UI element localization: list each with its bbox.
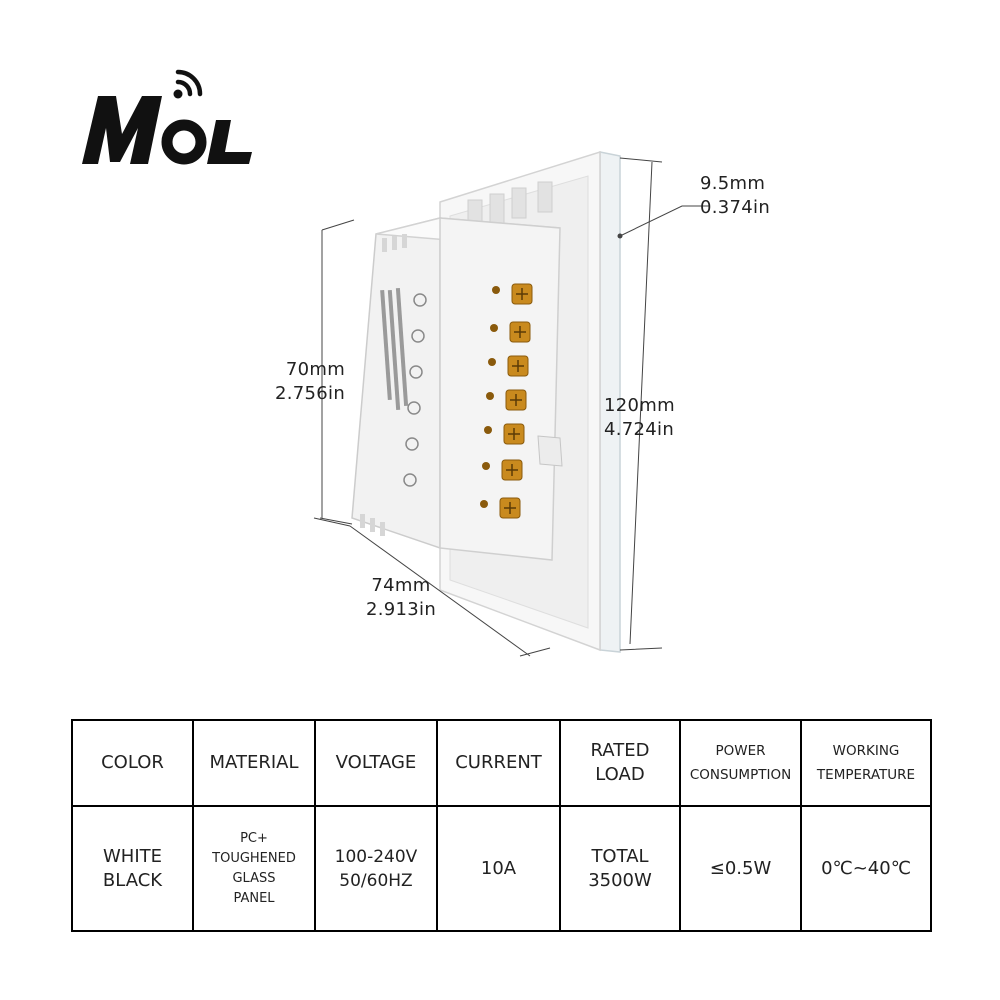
header-working-temperature: WORKING TEMPERATURE [800,719,932,807]
header-rated-load: RATED LOAD [559,719,681,807]
dim-thickness-label: 9.5mm 0.374in [700,172,770,220]
terminal-screws [480,283,533,519]
value-voltage: 100-240V 50/60HZ [314,805,438,932]
dim-thickness-in: 0.374in [700,197,771,218]
header-color: COLOR [71,719,194,807]
dim-panel-height-mm: 120mm [604,395,675,416]
logo-letter-m [82,96,162,164]
logo-letter-o [161,119,207,165]
wifi-signal-icon [173,69,203,99]
value-material: PC+ TOUGHENED GLASS PANEL [192,805,316,932]
spec-table: COLOR MATERIAL VOLTAGE CURRENT RATED LOA… [71,719,932,932]
value-color: WHITE BLACK [71,805,194,932]
header-power-consumption: POWER CONSUMPTION [679,719,802,807]
dim-module-width-mm: 74mm [371,575,431,596]
dim-module-height-mm: 70mm [285,359,346,380]
header-material: MATERIAL [192,719,316,807]
value-power-consumption: ≤0.5W [679,805,802,932]
dim-thickness-mm: 9.5mm [700,173,766,194]
value-rated-load: TOTAL 3500W [559,805,681,932]
dim-panel-height-label: 120mm 4.724in [604,394,675,442]
brand-logo [82,69,252,165]
dim-module-height-label: 70mm 2.756in [275,358,345,406]
dim-panel-height-in: 4.724in [604,419,675,440]
logo-letter-l [207,120,252,164]
dim-module-width-label: 74mm 2.913in [366,574,436,622]
spec-value-row: WHITE BLACK PC+ TOUGHENED GLASS PANEL 10… [71,805,932,932]
smart-switch-back-view [313,150,710,657]
dim-module-width-in: 2.913in [366,599,437,620]
spec-header-row: COLOR MATERIAL VOLTAGE CURRENT RATED LOA… [71,719,932,807]
header-voltage: VOLTAGE [314,719,438,807]
value-current: 10A [436,805,561,932]
dim-module-height-in: 2.756in [275,383,346,404]
value-working-temperature: 0℃~40℃ [800,805,932,932]
header-current: CURRENT [436,719,561,807]
